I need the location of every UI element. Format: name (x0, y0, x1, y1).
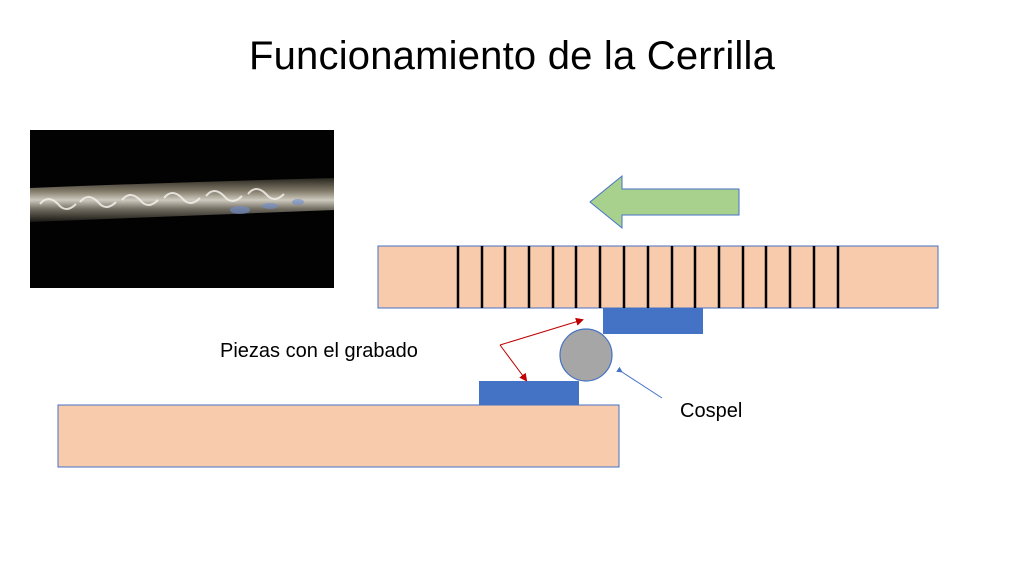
blank-pointer (622, 372, 662, 398)
arrow-left-icon (590, 176, 739, 228)
lower-engraved-die (479, 381, 579, 405)
engraved-pieces-label: Piezas con el grabado (220, 341, 418, 361)
blank-disc (560, 329, 612, 381)
upper-engraved-die (603, 308, 703, 334)
lower-plate (58, 405, 619, 467)
upper-plate (378, 246, 938, 308)
blank-label: Cospel (680, 401, 742, 421)
